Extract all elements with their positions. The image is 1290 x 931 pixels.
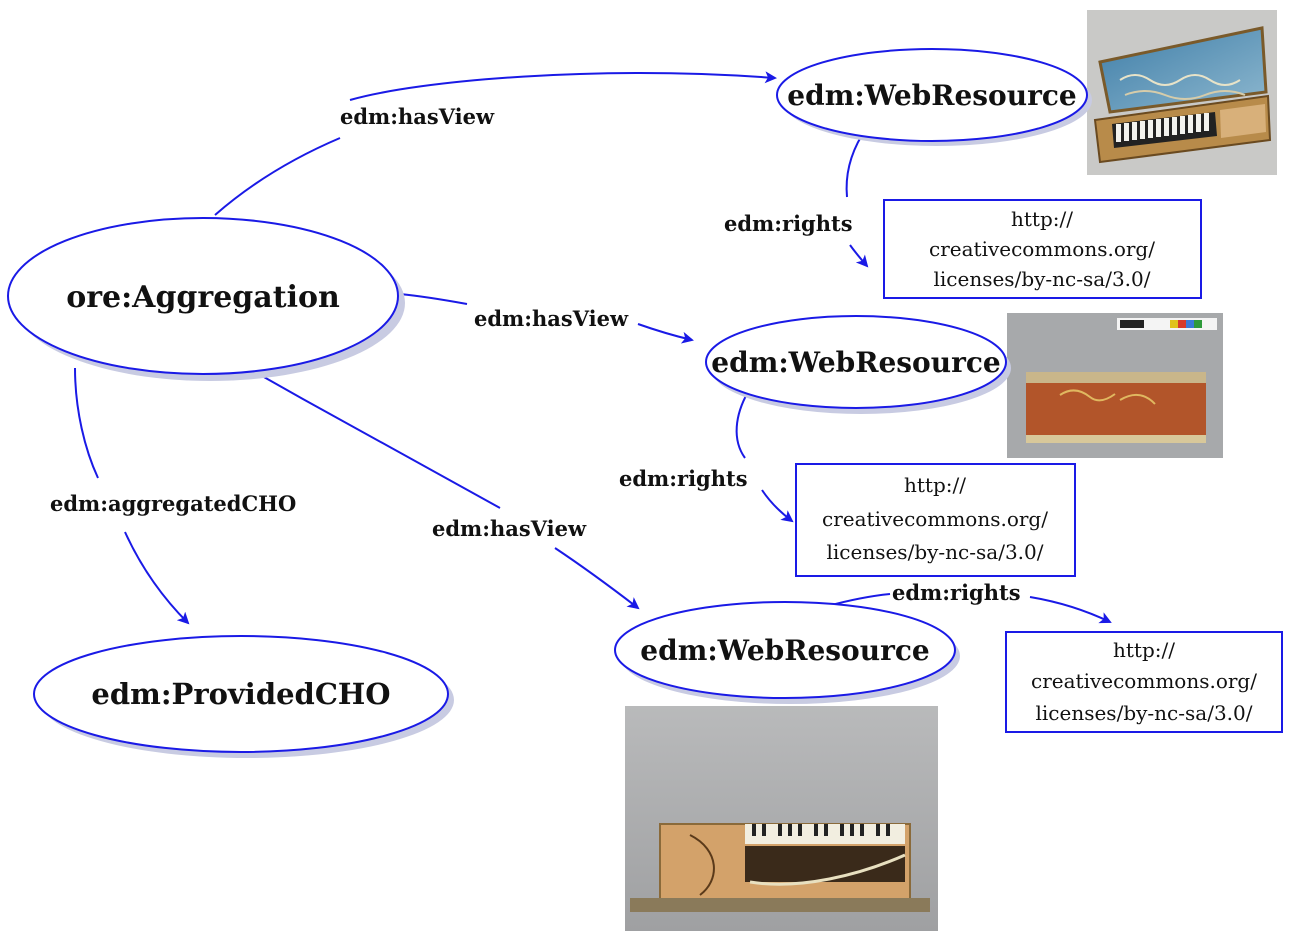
license-1-line-2: creativecommons.org/ — [929, 237, 1155, 261]
license-1-line-3: licenses/by-nc-sa/3.0/ — [934, 267, 1151, 291]
edge-rights-2-lower — [761, 489, 794, 523]
edge-label-aggregated-cho: edm:aggregatedCHO — [50, 491, 296, 516]
edge-aggregated-cho-lower — [124, 531, 190, 625]
photo-virginal-keyboard-interior — [625, 706, 938, 931]
node-web-resource-1-label: edm:WebResource — [787, 79, 1076, 112]
node-web-resource-3-label: edm:WebResource — [640, 634, 929, 667]
license-2-line-1: http:// — [904, 473, 966, 497]
edge-label-rights-2: edm:rights — [619, 466, 748, 491]
license-box-3: http:// creativecommons.org/ licenses/by… — [1005, 631, 1283, 733]
edge-rights-1-lower — [849, 244, 869, 268]
node-web-resource-2: edm:WebResource — [705, 315, 1011, 414]
photo-virginal-closed-case — [1007, 313, 1223, 458]
license-box-2: http:// creativecommons.org/ licenses/by… — [795, 463, 1076, 577]
photo-virginal-open-lid — [1087, 10, 1277, 175]
edge-aggregated-cho-upper — [74, 367, 99, 479]
node-aggregation-label: ore:Aggregation — [66, 280, 340, 315]
edge-label-has-view-2: edm:hasView — [474, 306, 629, 331]
license-3-line-2: creativecommons.org/ — [1031, 669, 1257, 693]
edge-rights-3-right — [1029, 596, 1112, 624]
license-2-line-2: creativecommons.org/ — [822, 507, 1048, 531]
edge-has-view-1-lower — [214, 137, 341, 216]
edge-label-rights-1: edm:rights — [724, 211, 853, 236]
license-2-line-3: licenses/by-nc-sa/3.0/ — [827, 540, 1044, 564]
license-3-line-1: http:// — [1113, 638, 1175, 662]
edge-has-view-3-upper — [254, 371, 501, 509]
edge-rights-2-upper — [735, 391, 749, 459]
edge-has-view-3-lower — [554, 547, 640, 610]
license-3-line-3: licenses/by-nc-sa/3.0/ — [1036, 701, 1253, 725]
edge-has-view-1-upper — [349, 71, 777, 101]
node-web-resource-3: edm:WebResource — [614, 601, 960, 704]
license-1-line-1: http:// — [1011, 207, 1073, 231]
edge-label-rights-3: edm:rights — [892, 580, 1021, 605]
node-web-resource-1: edm:WebResource — [776, 48, 1092, 146]
edge-label-has-view-1: edm:hasView — [340, 104, 495, 129]
edge-label-has-view-3: edm:hasView — [432, 516, 587, 541]
edge-has-view-2-right — [637, 323, 694, 344]
node-aggregation: ore:Aggregation — [7, 217, 405, 381]
edges — [74, 71, 1112, 625]
license-box-1: http:// creativecommons.org/ licenses/by… — [883, 199, 1202, 299]
node-provided-cho-label: edm:ProvidedCHO — [91, 677, 390, 711]
node-provided-cho: edm:ProvidedCHO — [33, 635, 454, 758]
edge-has-view-2-left — [399, 293, 468, 305]
node-web-resource-2-label: edm:WebResource — [711, 346, 1000, 379]
edge-rights-1-upper — [845, 134, 863, 198]
